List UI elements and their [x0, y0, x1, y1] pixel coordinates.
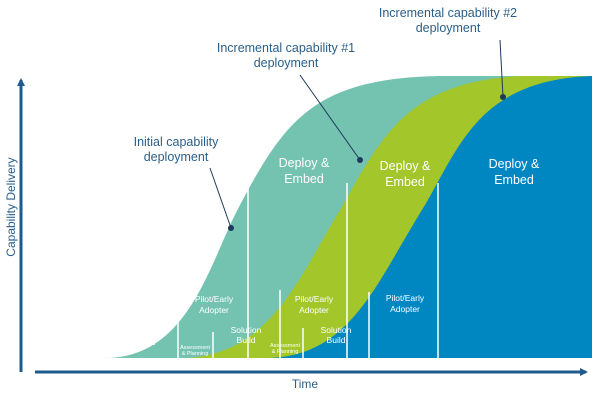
- green-deploy-line2: Embed: [385, 175, 425, 189]
- teal-pilot-line2: Adopter: [199, 305, 229, 315]
- initial-callout-line2: deployment: [144, 150, 209, 164]
- teal-solution-line2: Build: [137, 337, 156, 347]
- incremental2-callout-leader: [499, 39, 504, 98]
- y-axis-label: Capability Delivery: [4, 157, 18, 256]
- green-pilot-line2: Adopter: [299, 305, 329, 315]
- green-solution-line2: Build: [237, 335, 256, 345]
- blue-solution-line1: Solution: [321, 325, 352, 335]
- green-assessment-line1: Assessment: [180, 345, 210, 351]
- incremental2-callout-line2: deployment: [416, 21, 481, 35]
- green-pilot-line1: Pilot/Early: [295, 294, 334, 304]
- blue-pilot-line1: Pilot/Early: [386, 293, 425, 303]
- blue-curve-area: [210, 76, 592, 358]
- green-assessment-line2: & Planning: [182, 351, 209, 357]
- green-deploy-line1: Deploy &: [380, 159, 431, 173]
- initial-callout-line1: Initial capability: [134, 135, 220, 149]
- blue-deploy-line2: Embed: [494, 173, 534, 187]
- incremental1-callout-dot: [357, 157, 363, 163]
- teal-deploy-line2: Embed: [284, 172, 324, 186]
- teal-assessment-line1: Assessment: [81, 344, 111, 350]
- initial-callout-leader: [209, 167, 232, 229]
- incremental1-callout-line2: deployment: [254, 56, 319, 70]
- incremental1-callout-leader: [299, 74, 361, 161]
- incremental1-callout-line1: Incremental capability #1: [217, 41, 355, 55]
- teal-pilot-line1: Pilot/Early: [195, 294, 234, 304]
- incremental2-callout-line1: Incremental capability #2: [379, 6, 517, 20]
- teal-deploy-line1: Deploy &: [279, 156, 330, 170]
- blue-assessment-line2: & Planning: [272, 349, 299, 355]
- blue-assessment-line1: Assessment: [270, 343, 300, 349]
- initial-callout-dot: [228, 225, 234, 231]
- x-axis-label: Time: [292, 377, 319, 391]
- green-solution-line1: Solution: [231, 325, 262, 335]
- blue-pilot-line2: Adopter: [390, 304, 420, 314]
- teal-assessment-line2: & Planning: [83, 350, 110, 356]
- blue-deploy-line1: Deploy &: [489, 157, 540, 171]
- incremental2-callout-dot: [500, 94, 506, 100]
- teal-solution-line1: Solution: [131, 327, 162, 337]
- blue-solution-line2: Build: [327, 335, 346, 345]
